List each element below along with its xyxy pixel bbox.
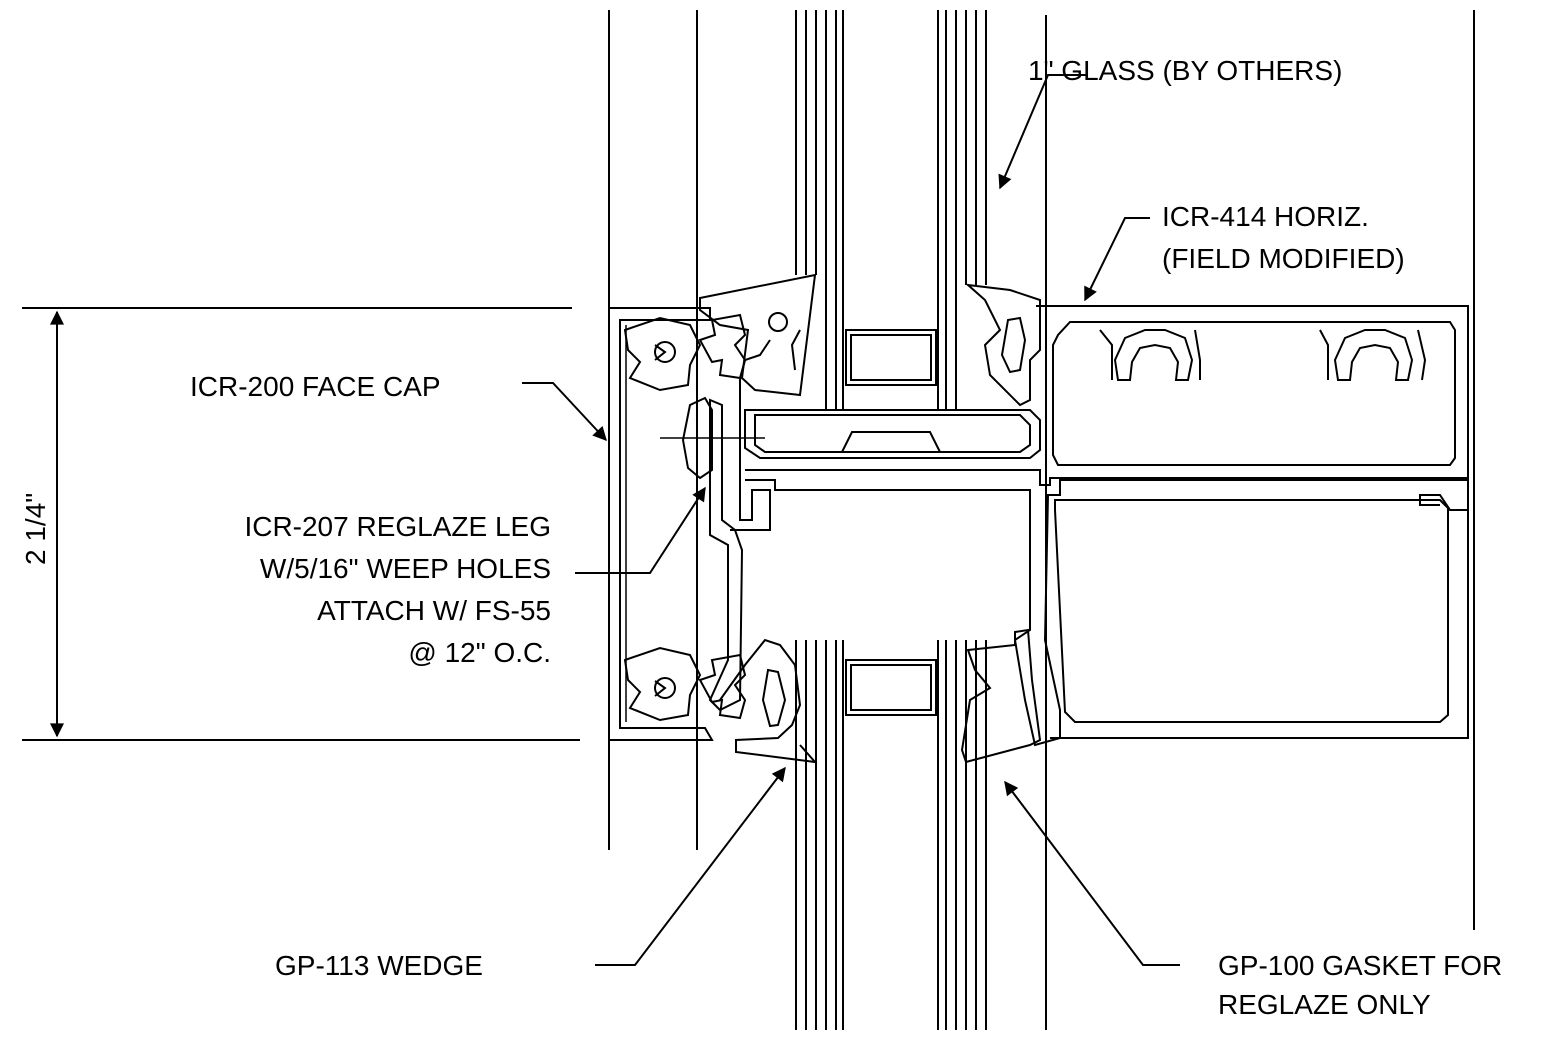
icr414-upper-box (1036, 305, 1469, 479)
label-horiz-line1: ICR-414 HORIZ. (1162, 201, 1369, 232)
glass-upper (795, 10, 987, 410)
label-reglaze-line2: W/5/16" WEEP HOLES (260, 553, 551, 584)
face-cap (608, 307, 714, 741)
dimension (22, 307, 580, 741)
label-wedge: GP-113 WEDGE (275, 950, 483, 981)
label-face-cap: ICR-200 FACE CAP (190, 371, 441, 402)
leader-lines (522, 74, 1180, 966)
label-reglaze-line3: ATTACH W/ FS-55 (317, 595, 551, 626)
label-horiz-line2: (FIELD MODIFIED) (1162, 243, 1405, 274)
icr414-lower-box (1050, 479, 1469, 739)
label-gasket-line1: GP-100 GASKET FOR (1218, 950, 1502, 981)
screw-head (660, 396, 765, 480)
setting-blocks (845, 329, 937, 716)
frame-vertical-lines (608, 10, 1475, 1030)
glass-lower (795, 640, 987, 1030)
label-gasket-line2: REGLAZE ONLY (1218, 989, 1431, 1020)
reglaze-leg (708, 380, 771, 712)
wedge-gasket-lower (719, 638, 818, 764)
labels: 1" GLASS (BY OTHERS) ICR-414 HORIZ. (FIE… (190, 55, 1502, 1020)
gasket-right-lower (960, 628, 1042, 764)
wedge-gasket-upper (699, 273, 817, 397)
label-glass: 1" GLASS (BY OTHERS) (1028, 55, 1342, 86)
horizontal-mullion (739, 339, 1061, 747)
dimension-label: 2 1/4" (20, 493, 51, 565)
gasket-right-upper (964, 283, 1041, 407)
label-reglaze-line4: @ 12" O.C. (408, 637, 551, 668)
label-reglaze-line1: ICR-207 REGLAZE LEG (244, 511, 551, 542)
